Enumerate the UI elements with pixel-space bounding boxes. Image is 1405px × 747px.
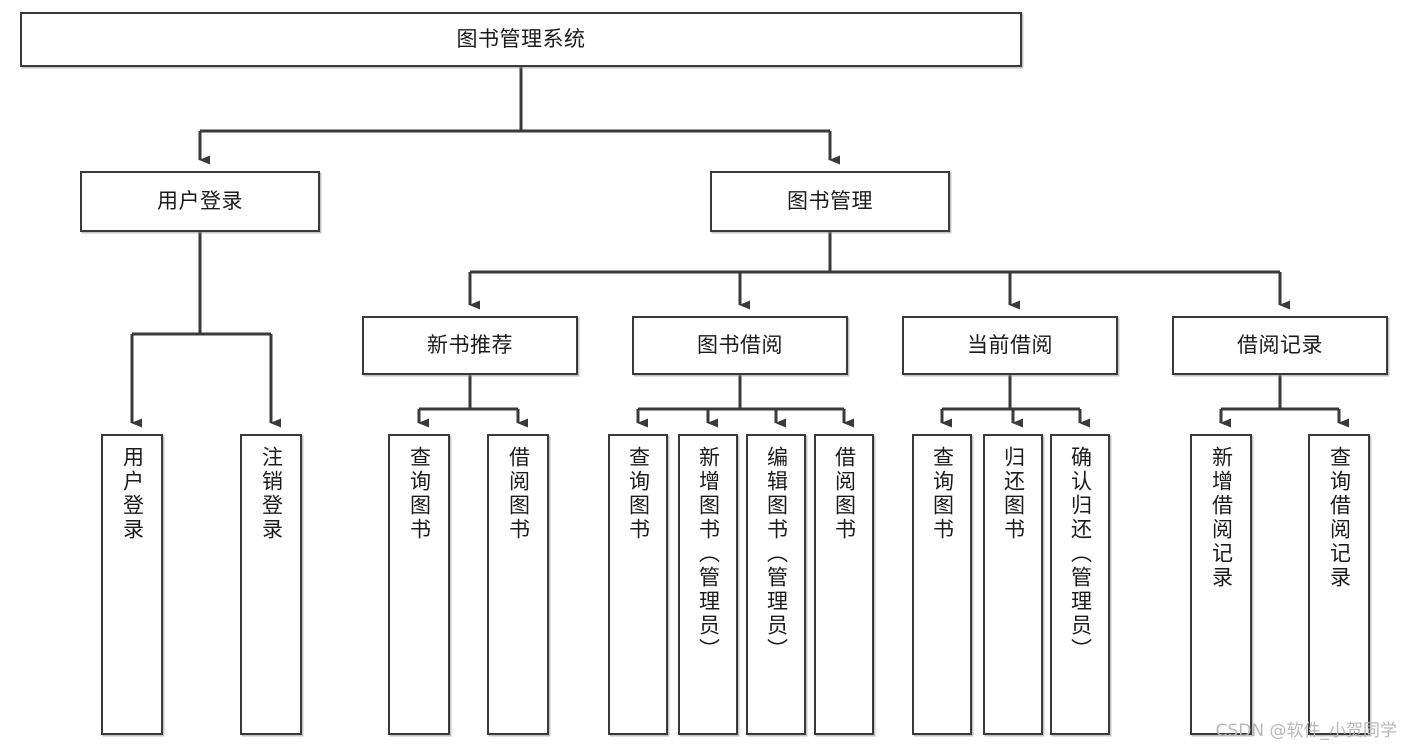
leaf-node[interactable]: 用户登录 bbox=[101, 434, 163, 735]
node-root-label: 图书管理系统 bbox=[456, 27, 586, 52]
leaf-node-label: 归还图书 bbox=[1001, 446, 1026, 542]
leaf-node[interactable]: 注销登录 bbox=[240, 434, 302, 735]
leaf-node[interactable]: 编辑图书（管理员） bbox=[746, 434, 806, 735]
node-current-borrow[interactable]: 当前借阅 bbox=[902, 316, 1118, 375]
leaf-node-label: 借阅图书 bbox=[506, 446, 531, 542]
leaf-node[interactable]: 确认归还（管理员） bbox=[1050, 434, 1110, 735]
leaf-node-label: 新增图书（管理员） bbox=[696, 446, 721, 662]
leaf-node-label: 查询借阅记录 bbox=[1327, 446, 1352, 590]
node-user-login-label: 用户登录 bbox=[157, 189, 243, 214]
watermark: CSDN @软件_小贺同学 bbox=[1215, 721, 1397, 741]
node-borrow-record[interactable]: 借阅记录 bbox=[1172, 316, 1388, 375]
leaf-node-label: 确认归还（管理员） bbox=[1068, 446, 1093, 662]
leaf-node-label: 查询图书 bbox=[626, 446, 651, 542]
node-new-book-recommend-label: 新书推荐 bbox=[427, 333, 513, 358]
node-user-login[interactable]: 用户登录 bbox=[80, 171, 320, 232]
node-book-management[interactable]: 图书管理 bbox=[710, 171, 950, 232]
leaf-node[interactable]: 查询图书 bbox=[912, 434, 972, 735]
leaf-node[interactable]: 新增借阅记录 bbox=[1190, 434, 1252, 735]
leaf-node-label: 用户登录 bbox=[120, 446, 145, 542]
leaf-node[interactable]: 借阅图书 bbox=[814, 434, 874, 735]
node-new-book-recommend[interactable]: 新书推荐 bbox=[362, 316, 578, 375]
node-book-borrow[interactable]: 图书借阅 bbox=[632, 316, 848, 375]
node-root[interactable]: 图书管理系统 bbox=[20, 12, 1022, 67]
leaf-node-label: 查询图书 bbox=[407, 446, 432, 542]
leaf-node-label: 注销登录 bbox=[259, 446, 284, 542]
leaf-node[interactable]: 归还图书 bbox=[983, 434, 1043, 735]
node-borrow-record-label: 借阅记录 bbox=[1237, 333, 1323, 358]
leaf-node-label: 新增借阅记录 bbox=[1209, 446, 1234, 590]
leaf-node-label: 查询图书 bbox=[930, 446, 955, 542]
leaf-node[interactable]: 查询图书 bbox=[608, 434, 668, 735]
leaf-node-label: 借阅图书 bbox=[832, 446, 857, 542]
node-current-borrow-label: 当前借阅 bbox=[967, 333, 1053, 358]
leaf-node[interactable]: 借阅图书 bbox=[487, 434, 549, 735]
leaf-node-label: 编辑图书（管理员） bbox=[764, 446, 789, 662]
leaf-node[interactable]: 查询借阅记录 bbox=[1308, 434, 1370, 735]
leaf-node[interactable]: 查询图书 bbox=[388, 434, 450, 735]
node-book-borrow-label: 图书借阅 bbox=[697, 333, 783, 358]
leaf-node[interactable]: 新增图书（管理员） bbox=[678, 434, 738, 735]
node-book-management-label: 图书管理 bbox=[787, 189, 873, 214]
